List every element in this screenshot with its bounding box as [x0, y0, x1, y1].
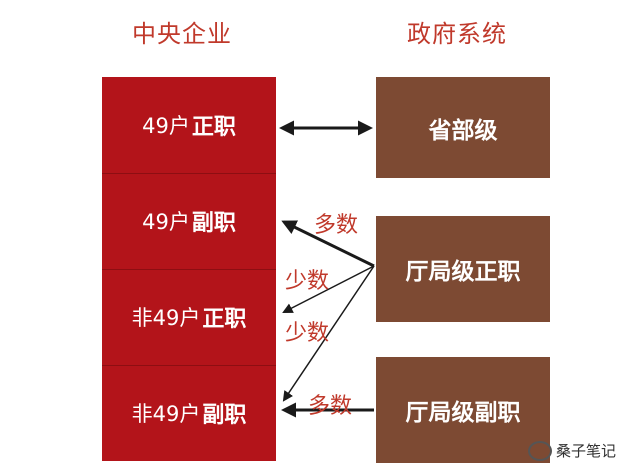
cell-non49-deputy: 非49户副职: [102, 365, 276, 461]
box-bureau-principal: 厅局级正职: [376, 216, 550, 322]
cell-title: 正职: [191, 115, 236, 140]
label-majority-lower: 多数: [308, 394, 353, 419]
cell-prefix: 49户: [142, 114, 190, 138]
cell-prefix: 49户: [142, 210, 190, 234]
label-majority-upper: 多数: [314, 213, 359, 238]
cell-non49-principal: 非49户正职: [102, 269, 276, 365]
arrow-bureau-to-non49-principal: [282, 265, 375, 313]
header-government-system: 政府系统: [407, 20, 507, 48]
cell-49-principal: 49户正职: [102, 77, 276, 173]
arrow-bureau-to-non49-deputy: [282, 265, 375, 402]
label-minority-lower: 少数: [285, 321, 330, 346]
cell-49-deputy: 49户副职: [102, 173, 276, 269]
watermark: 桑子笔记: [528, 440, 616, 461]
arrow-bureau-to-49-deputy: [281, 220, 375, 268]
label-minority-upper: 少数: [285, 269, 330, 294]
cell-title: 副职: [191, 211, 236, 236]
divider: [102, 269, 276, 270]
central-enterprise-column: 49户正职 49户副职 非49户正职 非49户副职: [102, 77, 276, 461]
cell-prefix: 非49户: [131, 402, 201, 426]
header-central-enterprises: 中央企业: [132, 20, 232, 48]
box-provincial-ministerial: 省部级: [376, 77, 550, 178]
box-bureau-deputy: 厅局级副职: [376, 357, 550, 463]
cell-title: 正职: [202, 307, 247, 332]
divider: [102, 365, 276, 366]
watermark-text: 桑子笔记: [556, 442, 617, 460]
cell-title: 副职: [202, 403, 247, 428]
wechat-icon: [528, 440, 552, 461]
cell-prefix: 非49户: [131, 306, 201, 330]
divider: [102, 173, 276, 174]
